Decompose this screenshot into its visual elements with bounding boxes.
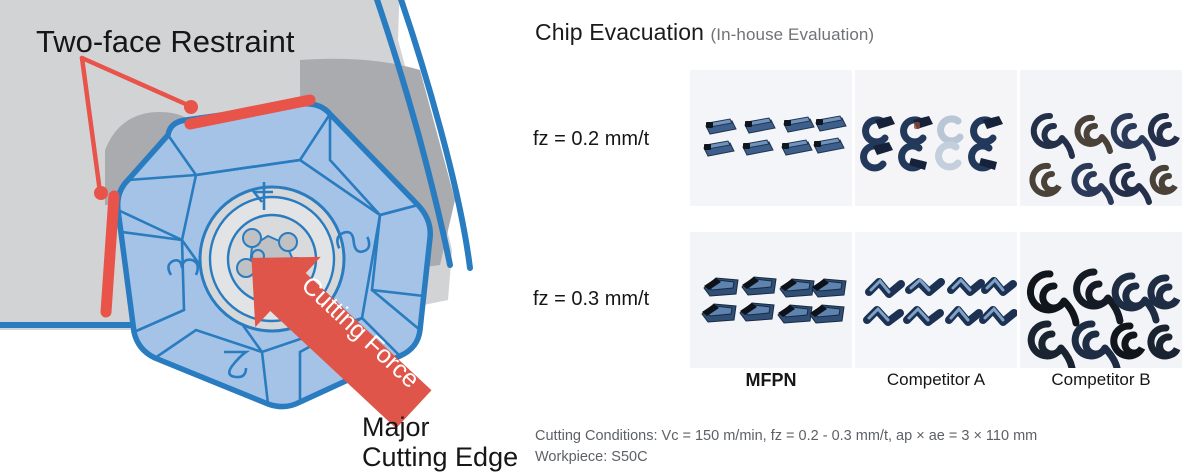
leader-dot-left [94, 186, 108, 200]
photo-competitor-b-fz03 [1020, 232, 1182, 368]
cutting-force-arrow [251, 256, 432, 429]
leader-line-top [79, 55, 193, 109]
leader-dot-top [184, 100, 198, 114]
col-label-competitor-a: Competitor A [886, 370, 986, 389]
cutting-conditions-line2: Workpiece: S50C [535, 449, 648, 466]
chip-photo-grid: fz = 0.2 mm/t fz = 0.3 mm/t [520, 0, 1200, 473]
holder-outline-blue-2 [398, 0, 473, 271]
holder-outline-blue [373, 0, 453, 268]
col-label-mfpn: MFPN [745, 370, 797, 390]
photo-competitor-b-fz02 [1020, 70, 1182, 206]
cutting-conditions-note: Cutting Conditions: Vc = 150 m/min, fz =… [535, 426, 1037, 468]
photo-competitor-a-fz03 [855, 232, 1017, 368]
row-label-fz-03: fz = 0.3 mm/t [533, 288, 650, 310]
major-cutting-edge-label-line2: Cutting Edge [362, 442, 518, 472]
insert-index-marks [167, 182, 371, 379]
chip-evacuation-panel: Chip Evacuation (In-house Evaluation) fz… [520, 0, 1200, 473]
leader-line-left [79, 55, 103, 195]
photo-mfpn-fz02 [690, 70, 852, 206]
major-cutting-edge-label-line1: Major [362, 412, 430, 442]
photo-mfpn-fz03 [690, 232, 852, 368]
panel-heading-sub: (In-house Evaluation) [710, 25, 875, 44]
insert-facet-lines [117, 113, 425, 405]
panel-heading: Chip Evacuation (In-house Evaluation) [535, 19, 874, 46]
photo-competitor-a-fz02 [855, 70, 1017, 206]
col-label-competitor-b: Competitor B [1051, 370, 1151, 389]
row-label-fz-02: fz = 0.2 mm/t [533, 128, 650, 150]
restraint-bar-left [100, 190, 120, 318]
tool-insert-diagram: Cutting Force Two-face Restraint Major C… [0, 0, 520, 473]
restraint-bar-top [184, 94, 316, 130]
cutting-conditions-line1: Cutting Conditions: Vc = 150 m/min, fz =… [535, 428, 1038, 444]
panel-heading-main: Chip Evacuation [535, 19, 704, 45]
two-face-restraint-label: Two-face Restraint [36, 24, 295, 59]
